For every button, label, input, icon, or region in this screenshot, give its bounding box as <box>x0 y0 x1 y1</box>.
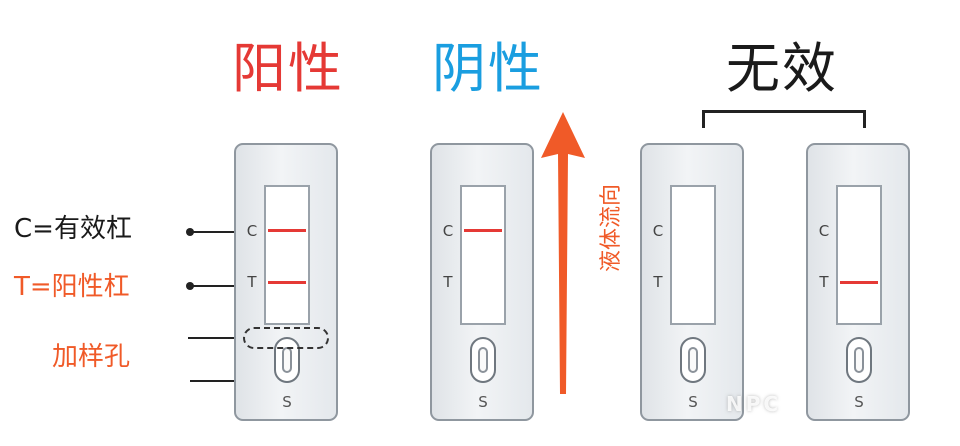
sample-well <box>274 337 300 383</box>
control-letter: C <box>442 222 454 240</box>
test-letter: T <box>819 273 829 291</box>
pointer-test <box>190 285 238 287</box>
control-letter: C <box>246 222 258 240</box>
legend-control-line: C=有效杠 <box>14 214 132 244</box>
sample-well-inner <box>282 347 292 373</box>
cassette-positive: C T S <box>234 143 338 421</box>
cassette-invalid-2: C T S <box>806 143 910 421</box>
sample-well-inner <box>854 347 864 373</box>
sample-well <box>680 337 706 383</box>
sample-well-inner <box>478 347 488 373</box>
title-invalid: 无效 <box>726 37 838 100</box>
test-letter: T <box>653 273 663 291</box>
sample-well-inner <box>688 347 698 373</box>
sample-well <box>470 337 496 383</box>
sample-letter: S <box>688 393 698 411</box>
control-letter: C <box>652 222 664 240</box>
watermark: NPC <box>726 392 782 416</box>
result-window <box>670 185 716 325</box>
test-band <box>268 281 306 284</box>
flow-direction-label: 液体流向 <box>599 183 624 273</box>
cassette-invalid-1: C T S <box>640 143 744 421</box>
title-positive: 阳性 <box>232 37 344 100</box>
invalid-bracket <box>702 110 866 128</box>
legend-sample-well: 加样孔 <box>52 342 131 372</box>
control-band <box>268 229 306 232</box>
pointer-test-dot <box>186 282 194 290</box>
pointer-control-dot <box>186 228 194 236</box>
sample-well-highlight <box>243 327 329 349</box>
control-band <box>464 229 502 232</box>
legend-test-line: T=阳性杠 <box>14 272 130 302</box>
pointer-sample-upper <box>188 337 256 339</box>
flow-arrow-icon <box>541 112 585 394</box>
cassette-negative: C T S <box>430 143 534 421</box>
title-negative: 阴性 <box>432 37 544 100</box>
flow-arrow-shape <box>541 112 585 394</box>
sample-letter: S <box>854 393 864 411</box>
result-window <box>836 185 882 325</box>
result-window <box>460 185 506 325</box>
test-letter: T <box>247 273 257 291</box>
pointer-control <box>190 231 238 233</box>
test-letter: T <box>443 273 453 291</box>
control-letter: C <box>818 222 830 240</box>
test-band <box>840 281 878 284</box>
result-window <box>264 185 310 325</box>
sample-well <box>846 337 872 383</box>
sample-letter: S <box>282 393 292 411</box>
sample-letter: S <box>478 393 488 411</box>
